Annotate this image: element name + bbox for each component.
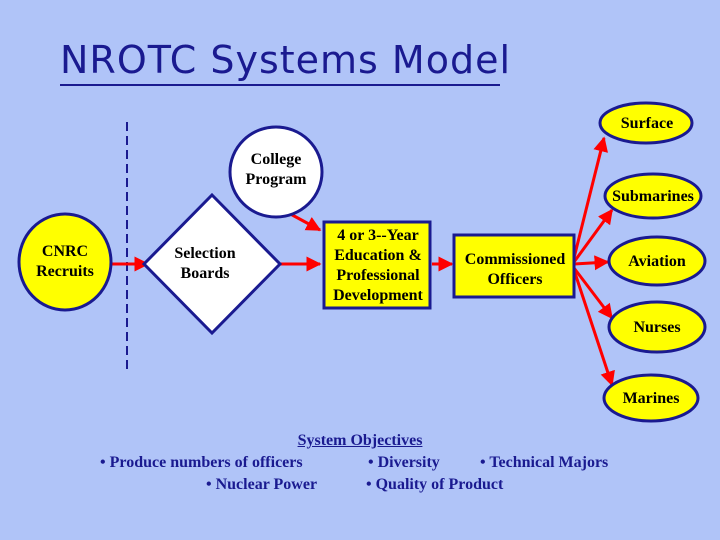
node-commissioned-label: Commissioned Officers [464, 251, 566, 288]
objective-item: • Produce numbers of officers [100, 454, 303, 471]
node-submarines-shape [603, 172, 703, 220]
arrow-to-submarines [572, 208, 614, 263]
node-nurses-label: Nurses [633, 319, 681, 336]
node-aviation-shape [607, 235, 707, 287]
node-education-label: 4 or 3--Year Education & Professional De… [333, 227, 423, 304]
arrow-to-nurses [572, 267, 614, 320]
node-aviation-label: Aviation [628, 253, 686, 270]
objective-item: • Technical Majors [480, 454, 609, 471]
node-recruits-shape [17, 212, 113, 312]
node-selection-label: Selection Boards [174, 245, 236, 282]
objectives-heading: System Objectives [297, 432, 423, 449]
node-recruits-label: CNRC Recruits [36, 243, 94, 280]
node-submarines-label: Submarines [612, 188, 694, 205]
node-education-shape [322, 220, 432, 310]
node-college-shape [228, 125, 324, 219]
node-commissioned-shape [452, 233, 576, 299]
node-surface-shape [598, 101, 694, 145]
page-title: NROTC Systems Model [60, 38, 512, 82]
title-underline [60, 84, 500, 86]
arrow-to-aviation [573, 255, 610, 271]
node-surface-label: Surface [620, 115, 674, 132]
node-selection-shape [141, 192, 283, 336]
node-college-label: College Program [245, 151, 307, 188]
arrow-to-surface [572, 136, 609, 259]
arrow-to-marines [572, 269, 615, 387]
node-marines-shape [602, 373, 700, 423]
node-nurses-shape [607, 300, 707, 354]
objective-item: • Quality of Product [366, 476, 504, 493]
objective-item: • Nuclear Power [206, 476, 318, 493]
node-marines-label: Marines [622, 390, 680, 407]
objective-item: • Diversity [368, 454, 440, 471]
